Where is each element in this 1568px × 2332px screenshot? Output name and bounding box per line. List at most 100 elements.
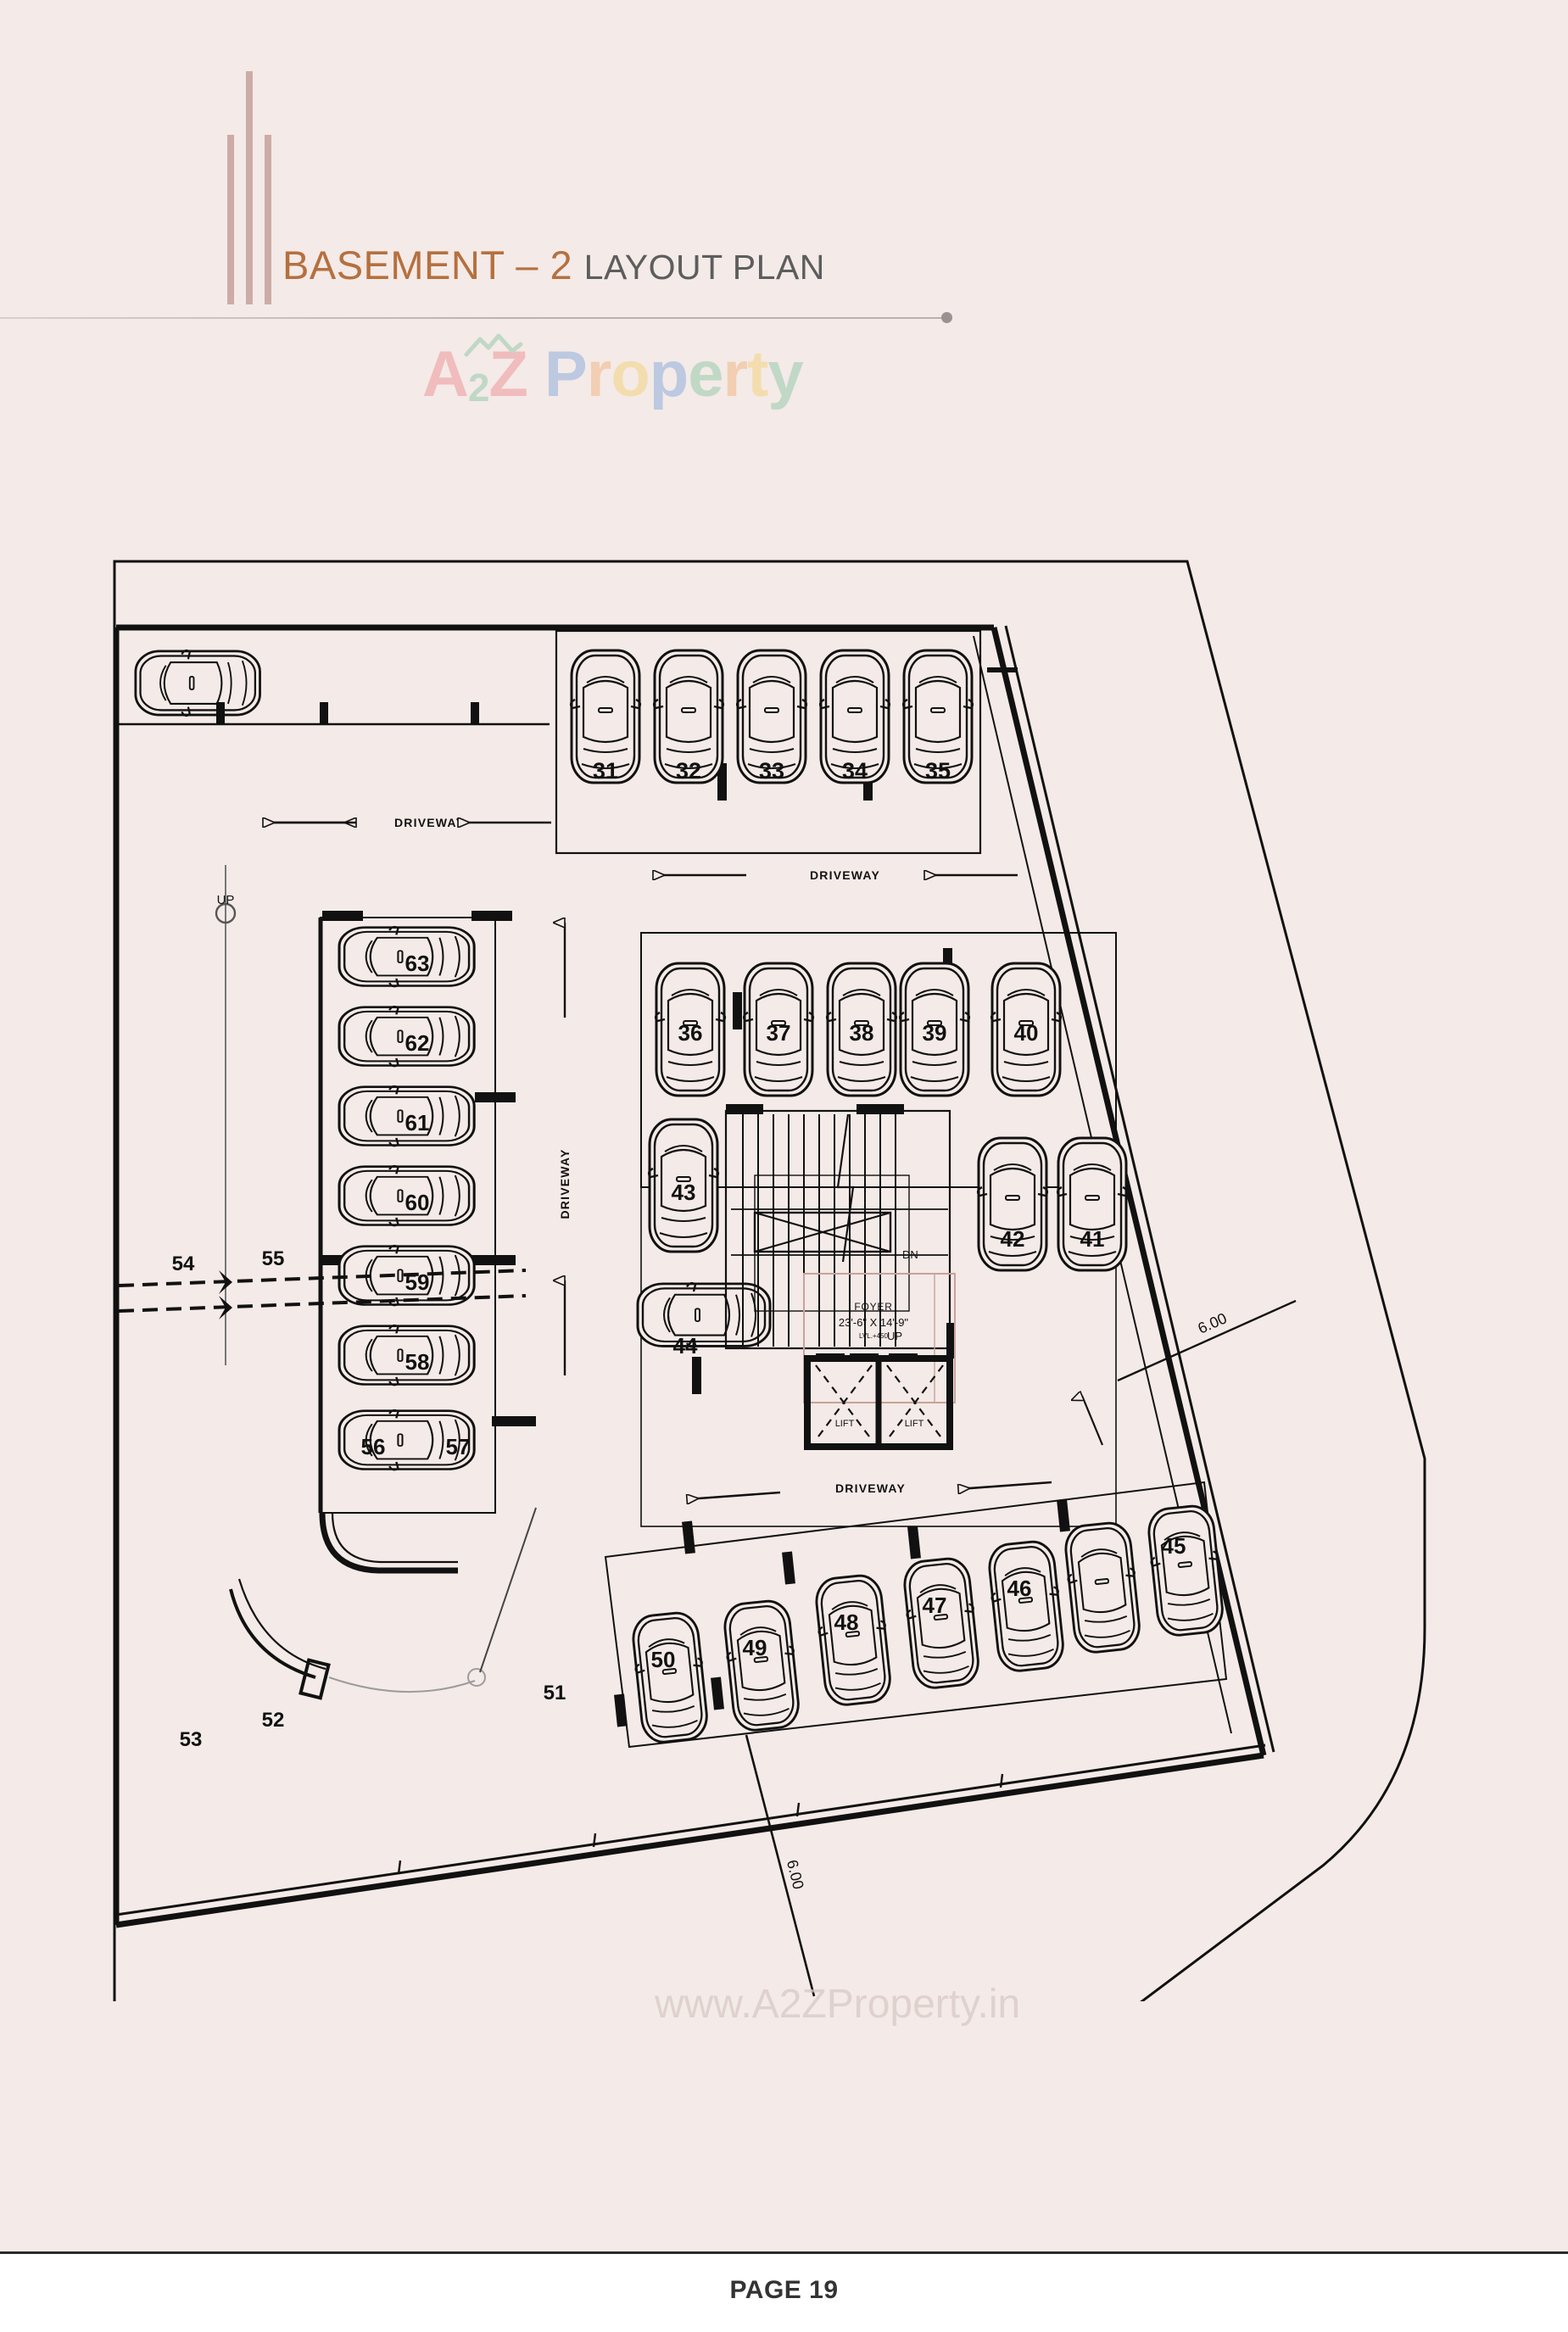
driveway-top-left: DRIVEWAY (263, 816, 551, 829)
staircase: DN UP (724, 1104, 955, 1358)
site-boundary (113, 560, 1426, 2001)
logo-letter-p1: P (544, 338, 588, 410)
floor-plan-drawing: 31 32 33 34 35 DRIVEWAY DRIVEWAY UP (0, 509, 1568, 2001)
bottom-wall-ticks (397, 1773, 1004, 1875)
ramp-up-marker: UP (215, 865, 237, 1365)
slot-label-34: 34 (842, 758, 868, 784)
logo-letter-t: t (747, 338, 768, 410)
car-45 (1144, 1503, 1227, 1639)
area-label-55: 55 (262, 1247, 285, 1270)
logo-letter-r1: r (586, 338, 612, 410)
dimension-bottom: 6.00 (745, 1734, 816, 1997)
lift-label-2: LIFT (905, 1419, 924, 1429)
roof-icon (464, 333, 523, 357)
site-watermark: www.A2ZProperty.in (655, 1982, 1021, 2027)
area-label-51: 51 (544, 1682, 566, 1704)
slot-label-37: 37 (767, 1020, 791, 1046)
slot-label-61: 61 (405, 1110, 430, 1135)
slot-label-44: 44 (673, 1333, 698, 1358)
decor-bar-2 (246, 71, 253, 304)
parking-bay-bottom (604, 1481, 1228, 1749)
driveway-vertical: DRIVEWAY (558, 923, 572, 1375)
floor-plan-svg: 31 32 33 34 35 DRIVEWAY DRIVEWAY UP (113, 560, 1426, 2001)
slot-label-42: 42 (1001, 1226, 1025, 1252)
logo-letter-o: o (611, 338, 650, 410)
slot-label-39: 39 (923, 1020, 947, 1046)
slot-label-49: 49 (743, 1635, 767, 1660)
lift-shafts: LIFT LIFT (804, 1353, 953, 1450)
area-label-52: 52 (262, 1709, 285, 1732)
dimension-bottom-value: 6.00 (784, 1858, 807, 1891)
car-47 (900, 1555, 983, 1692)
parked-car-unnumbered-topleft (134, 649, 261, 717)
foyer-dimension: 23'-6" X 14'-9" (839, 1316, 909, 1329)
slot-label-63: 63 (405, 951, 430, 976)
a2z-property-logo: A2Z Property (422, 333, 804, 411)
logo-letter-y: y (767, 338, 803, 410)
driveway-bottom: DRIVEWAY (687, 1396, 1104, 1499)
car-50 (628, 1610, 711, 1746)
slot-label-31: 31 (593, 758, 618, 784)
slot-label-38: 38 (850, 1020, 874, 1046)
car-44 (636, 1281, 772, 1348)
slot-label-41: 41 (1080, 1226, 1105, 1252)
decor-bar-3 (265, 135, 271, 304)
slot-label-56: 56 (361, 1434, 386, 1459)
page-title: BASEMENT – 2 LAYOUT PLAN (282, 242, 825, 288)
logo-letter-a: A (422, 338, 469, 410)
slot-label-48: 48 (834, 1610, 859, 1635)
page-number-label: PAGE 19 (729, 2276, 839, 2304)
area-label-54: 54 (172, 1252, 195, 1275)
slot-label-32: 32 (676, 758, 701, 784)
footer-background (0, 2254, 1568, 2332)
title-divider-dot (941, 312, 952, 323)
car-49 (720, 1598, 803, 1734)
slot-label-58: 58 (405, 1349, 430, 1375)
stair-up-label: UP (887, 1330, 902, 1342)
lift-label-1: LIFT (835, 1419, 855, 1429)
slot-label-46: 46 (1007, 1576, 1032, 1601)
driveway-label-top-left: DRIVEWAY (394, 816, 465, 829)
page-title-light: LAYOUT PLAN (583, 248, 825, 287)
slot-label-57: 57 (446, 1434, 471, 1459)
slot-label-36: 36 (678, 1020, 703, 1046)
slot-label-33: 33 (759, 758, 784, 784)
slot-label-35: 35 (925, 758, 951, 784)
section-line-54-55: 54 55 (118, 1247, 527, 1319)
title-divider (0, 317, 948, 319)
logo-letter-r2: r (723, 338, 748, 410)
decor-bar-1 (227, 135, 234, 304)
driveway-label-bottom: DRIVEWAY (835, 1481, 906, 1495)
slot-label-62: 62 (405, 1030, 430, 1056)
slot-label-45: 45 (1162, 1533, 1186, 1559)
page-header: BASEMENT – 2 LAYOUT PLAN A2Z Property (0, 0, 1568, 410)
slot-label-60: 60 (405, 1190, 430, 1215)
car-unnumbered-bottom (1061, 1520, 1144, 1656)
dimension-right: 6.00 (1117, 1299, 1297, 1382)
car-48 (812, 1572, 895, 1709)
ramp-curve (229, 1507, 537, 1700)
footer-divider (0, 2251, 1568, 2254)
up-marker-label: UP (217, 893, 235, 907)
parking-bay-left (318, 911, 536, 1514)
logo-letter-z: Z (488, 338, 527, 410)
car-46 (985, 1538, 1068, 1675)
structure-columns-top (216, 702, 479, 724)
foyer-level: LVL.+450 (859, 1332, 888, 1340)
slot-label-40: 40 (1014, 1020, 1039, 1046)
decorative-bars (227, 71, 287, 304)
page-title-strong: BASEMENT – 2 (282, 243, 573, 287)
area-label-53: 53 (180, 1728, 203, 1751)
foyer-name: FOYER (854, 1301, 892, 1313)
logo-letter-p2: p (649, 338, 689, 410)
driveway-top-center: DRIVEWAY (653, 868, 1018, 882)
logo-letter-2: 2 (467, 365, 490, 410)
driveway-label-vertical: DRIVEWAY (558, 1149, 572, 1219)
logo-letter-e: e (688, 338, 723, 410)
slot-label-43: 43 (672, 1180, 696, 1205)
stair-dn-label: DN (902, 1248, 918, 1261)
driveway-label-top-center: DRIVEWAY (810, 868, 880, 882)
bay-left-columns (322, 911, 536, 1426)
slot-label-50: 50 (651, 1647, 676, 1672)
slot-label-47: 47 (923, 1593, 947, 1618)
